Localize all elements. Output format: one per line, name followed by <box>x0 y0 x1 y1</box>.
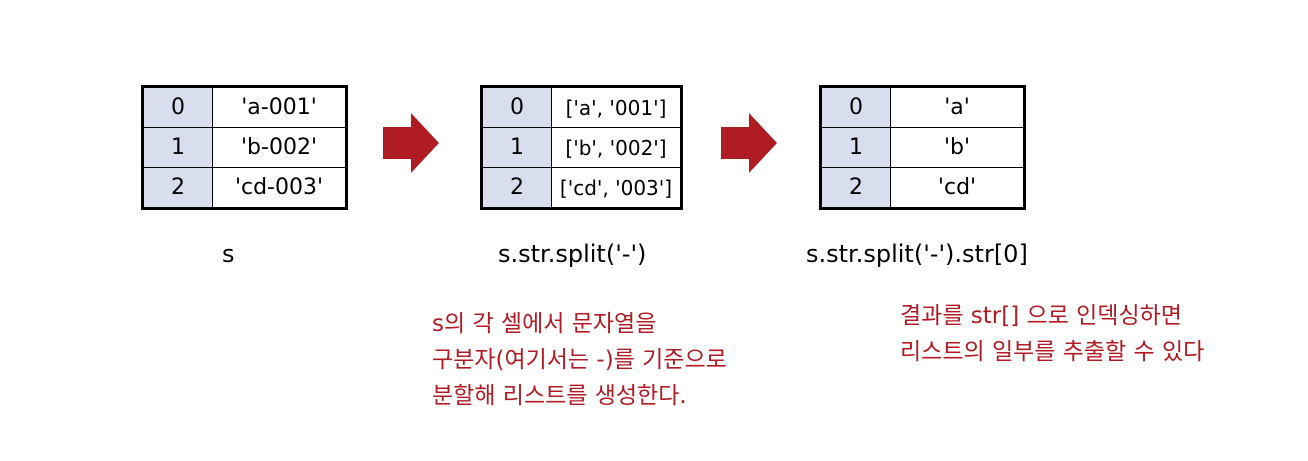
value-cell: ['a', '001'] <box>551 86 682 128</box>
caption-str-index: s.str.split('-').str[0] <box>806 240 1028 268</box>
index-explanation-note: 결과를 str[] 으로 인덱싱하면 리스트의 일부를 추출할 수 있다 <box>900 298 1204 370</box>
table-row: 0 'a-001' <box>142 86 347 128</box>
table-row: 0 ['a', '001'] <box>481 86 682 128</box>
value-cell: ['b', '002'] <box>551 127 682 168</box>
value-cell: 'a' <box>890 86 1025 128</box>
index-cell: 2 <box>820 167 891 209</box>
index-cell: 2 <box>481 167 552 209</box>
table-row: 2 'cd-003' <box>142 167 347 209</box>
note-line: 결과를 str[] 으로 인덱싱하면 <box>900 303 1182 329</box>
index-cell: 0 <box>142 86 213 128</box>
index-cell: 1 <box>820 127 891 168</box>
index-cell: 0 <box>481 86 552 128</box>
index-cell: 1 <box>481 127 552 168</box>
note-line: 구분자(여기서는 -)를 기준으로 <box>432 347 727 373</box>
table-row: 0 'a' <box>820 86 1025 128</box>
caption-split: s.str.split('-') <box>498 240 647 268</box>
split-explanation-note: s의 각 셀에서 문자열을 구분자(여기서는 -)를 기준으로 분할해 리스트를… <box>432 306 727 414</box>
index-cell: 0 <box>820 86 891 128</box>
value-cell: 'cd-003' <box>212 167 347 209</box>
index-cell: 1 <box>142 127 213 168</box>
value-cell: 'a-001' <box>212 86 347 128</box>
value-cell: 'b-002' <box>212 127 347 168</box>
right-arrow-icon <box>383 113 439 173</box>
series-table-split: 0 ['a', '001'] 1 ['b', '002'] 2 ['cd', '… <box>480 85 683 210</box>
value-cell: 'cd' <box>890 167 1025 209</box>
note-line: 리스트의 일부를 추출할 수 있다 <box>900 339 1205 365</box>
table-row: 2 'cd' <box>820 167 1025 209</box>
table-row: 2 ['cd', '003'] <box>481 167 682 209</box>
index-cell: 2 <box>142 167 213 209</box>
caption-s: s <box>222 240 235 268</box>
note-line: 분할해 리스트를 생성한다. <box>432 383 687 409</box>
right-arrow-icon <box>721 113 777 173</box>
table-row: 1 ['b', '002'] <box>481 127 682 168</box>
table-row: 1 'b' <box>820 127 1025 168</box>
value-cell: ['cd', '003'] <box>551 167 682 209</box>
series-table-str-index: 0 'a' 1 'b' 2 'cd' <box>819 85 1026 210</box>
series-table-s: 0 'a-001' 1 'b-002' 2 'cd-003' <box>141 85 348 210</box>
note-line: s의 각 셀에서 문자열을 <box>432 311 657 337</box>
value-cell: 'b' <box>890 127 1025 168</box>
table-row: 1 'b-002' <box>142 127 347 168</box>
